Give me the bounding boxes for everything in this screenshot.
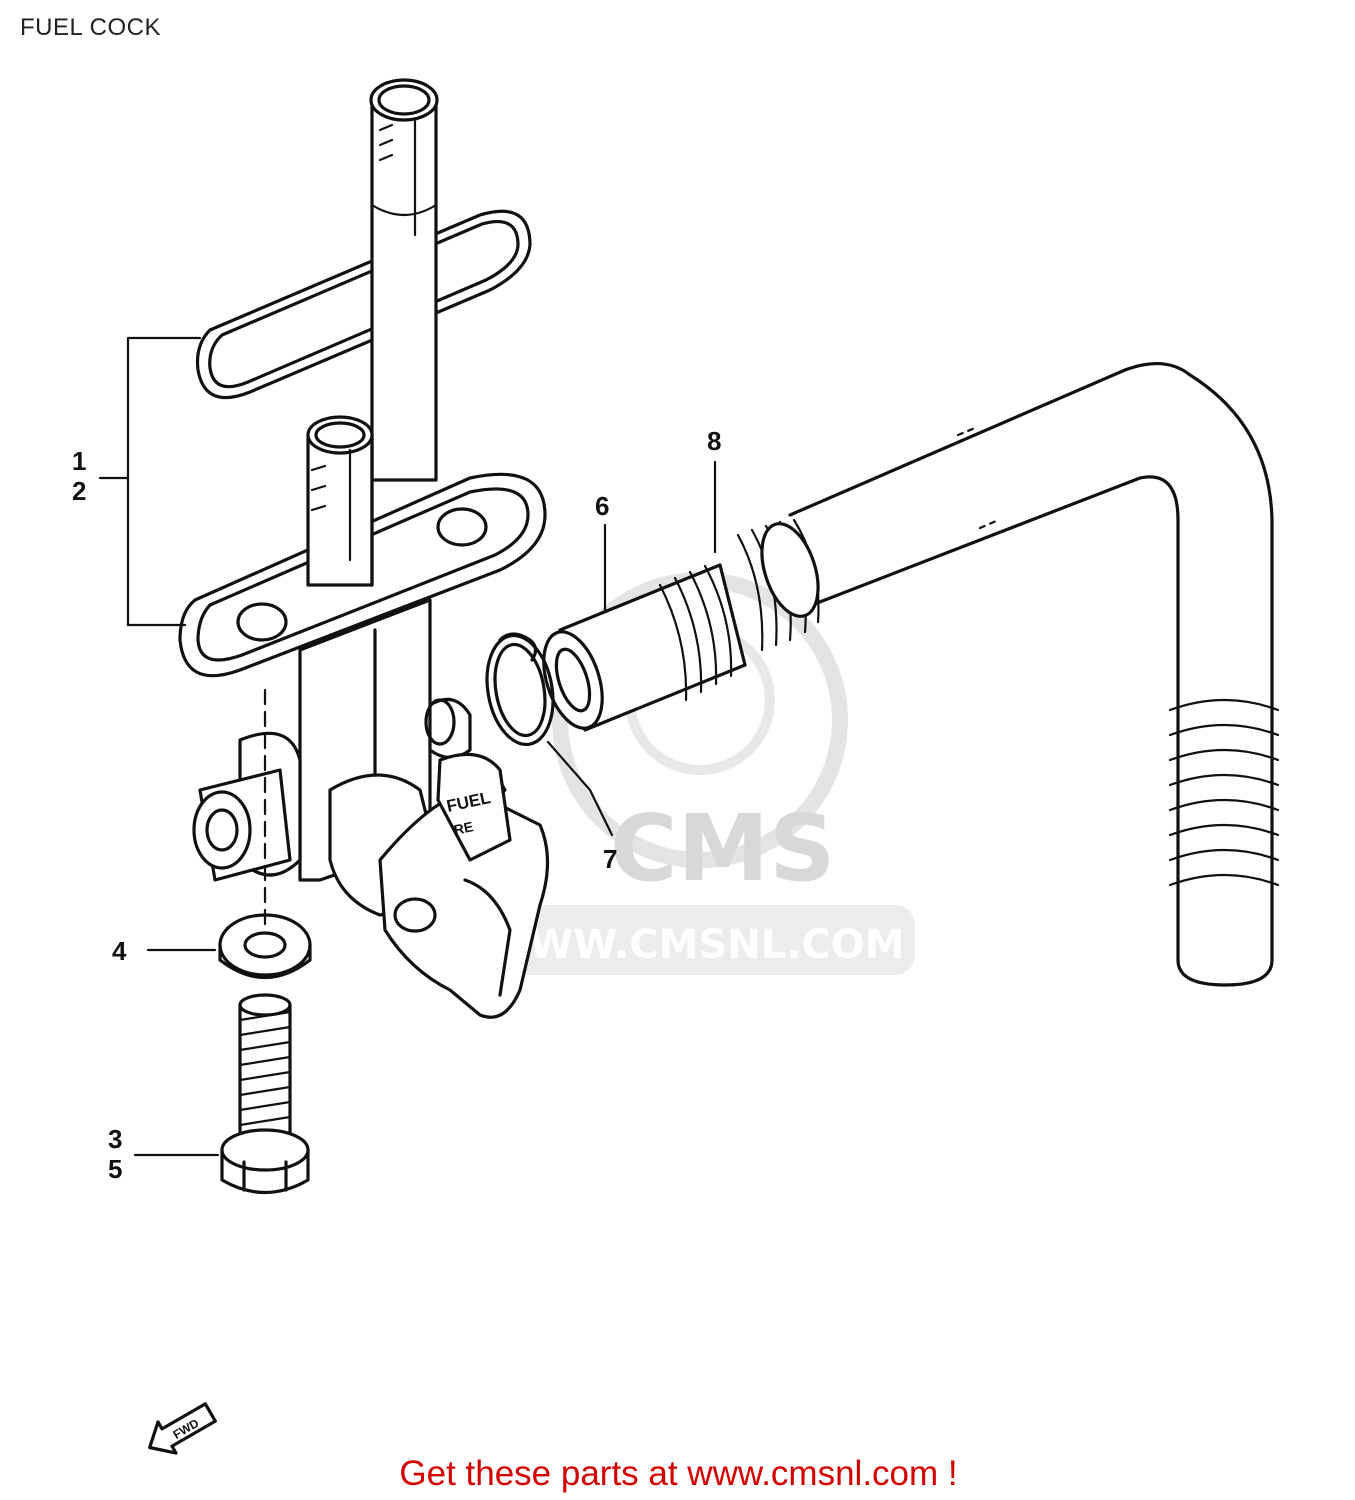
- callout-7: 7: [603, 844, 617, 874]
- callout-3: 3: [108, 1124, 122, 1154]
- leader-lines: [98, 336, 717, 1157]
- watermark-logo-text: CMS: [610, 795, 835, 902]
- washer: [218, 913, 312, 979]
- callouts: 1 2 3 4 5 6 7 8: [72, 426, 721, 1184]
- callout-6: 6: [595, 491, 609, 521]
- callout-2: 2: [72, 476, 86, 506]
- callout-4: 4: [112, 936, 127, 966]
- fuel-hose: [736, 361, 1280, 987]
- screw: [220, 993, 310, 1195]
- callout-8: 8: [707, 426, 721, 456]
- lever-reserve-text: RE: [452, 818, 474, 838]
- page-title: FUEL COCK: [20, 14, 161, 41]
- callout-1: 1: [72, 446, 86, 476]
- footer-text[interactable]: Get these parts at www.cmsnl.com !: [399, 1454, 958, 1493]
- footer-link-text[interactable]: Get these parts at www.cmsnl.com !: [0, 1454, 1355, 1494]
- pickup-tube-short: [306, 415, 374, 587]
- callout-5: 5: [108, 1154, 122, 1184]
- pickup-tube-tall: [369, 78, 439, 482]
- gasket-oring: [195, 209, 532, 400]
- fuel-lever: FUEL RE: [378, 752, 550, 1019]
- watermark-url-text: WWW.CMSNL.COM: [485, 922, 905, 968]
- hose-clip: [485, 632, 555, 747]
- outlet-pipe: [542, 563, 747, 732]
